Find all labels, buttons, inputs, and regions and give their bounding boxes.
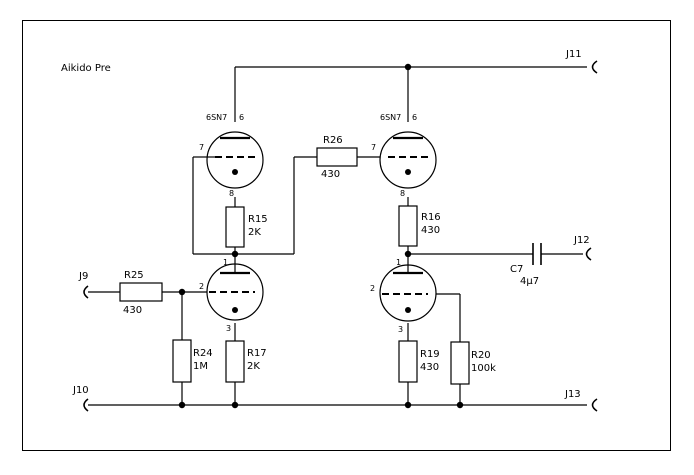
- resistor-ref: R20: [471, 350, 491, 361]
- junction-dots: [178, 63, 464, 409]
- grid-pin-label: 2: [199, 282, 204, 291]
- jack-label: J10: [72, 385, 89, 396]
- resistor-value: 430: [420, 362, 439, 373]
- plate-pin-label: 1: [223, 258, 228, 267]
- cathode-pin-label: 8: [400, 189, 405, 198]
- jack-label: J11: [565, 49, 582, 60]
- grid-pin-label: 2: [370, 284, 375, 293]
- resistor-r26: R26 430: [316, 135, 358, 180]
- jack-label: J13: [564, 389, 581, 400]
- tube-type-label: 6SN7: [206, 113, 227, 122]
- resistor-ref: R15: [248, 214, 268, 225]
- junction-dot: [231, 401, 239, 409]
- tube-top-left: 6SN7 6 7 8: [199, 113, 264, 198]
- jack-label: J9: [78, 271, 88, 282]
- capacitor-c7: C7 4µ7: [510, 243, 542, 287]
- resistor-value: 2K: [247, 361, 260, 372]
- tube-bottom-left: 1 2 3: [199, 257, 264, 333]
- cathode-pin-label: 3: [226, 324, 231, 333]
- resistor-ref: R19: [420, 349, 440, 360]
- resistor-value: 1M: [193, 361, 208, 372]
- resistor-r17: R17 2K: [225, 340, 267, 383]
- resistor-ref: R24: [193, 348, 213, 359]
- junction-dot: [178, 401, 186, 409]
- resistor-ref: R16: [421, 212, 441, 223]
- cathode-pin-label: 8: [229, 189, 234, 198]
- plate-pin-label: 6: [239, 113, 244, 122]
- schematic-title: Aikido Pre: [61, 63, 111, 74]
- wires: [88, 66, 587, 406]
- junction-dot: [231, 250, 239, 258]
- resistor-value: 430: [321, 169, 340, 180]
- resistor-r20: R20 100k: [450, 341, 496, 385]
- junction-dot: [456, 401, 464, 409]
- jack-j12: J12: [573, 235, 592, 261]
- jack-j10: J10: [72, 385, 89, 412]
- plate-pin-label: 1: [396, 258, 401, 267]
- resistor-ref: R26: [323, 135, 343, 146]
- resistor-value: 100k: [471, 363, 496, 374]
- resistor-ref: R17: [247, 348, 267, 359]
- jack-j9: J9: [78, 271, 89, 299]
- resistor-r25: R25 430: [119, 270, 163, 316]
- junction-dot: [404, 401, 412, 409]
- resistor-value: 430: [421, 225, 440, 236]
- resistor-r19: R19 430: [398, 340, 440, 383]
- junction-dot: [404, 250, 412, 258]
- tube-top-right: 6SN7 6 7 8: [371, 113, 437, 198]
- resistor-r24: R24 1M: [172, 339, 213, 383]
- capacitor-ref: C7: [510, 264, 523, 275]
- resistor-value: 2K: [248, 227, 261, 238]
- plate-pin-label: 6: [412, 113, 417, 122]
- resistor-value: 430: [123, 305, 142, 316]
- tube-type-label: 6SN7: [380, 113, 401, 122]
- jack-label: J12: [573, 235, 590, 246]
- resistor-ref: R25: [124, 270, 144, 281]
- junction-dot: [404, 63, 412, 71]
- schematic-border: [22, 20, 671, 451]
- tube-bottom-right: 1 2 3: [370, 258, 437, 334]
- cathode-pin-label: 3: [398, 325, 403, 334]
- capacitor-value: 4µ7: [520, 276, 539, 287]
- grid-pin-label: 7: [371, 143, 376, 152]
- resistor-r15: R15 2K: [225, 206, 268, 248]
- junction-dot: [178, 288, 186, 296]
- grid-pin-label: 7: [199, 143, 204, 152]
- jack-j11: J11: [565, 49, 598, 74]
- jack-j13: J13: [564, 389, 598, 412]
- resistor-r16: R16 430: [398, 205, 441, 247]
